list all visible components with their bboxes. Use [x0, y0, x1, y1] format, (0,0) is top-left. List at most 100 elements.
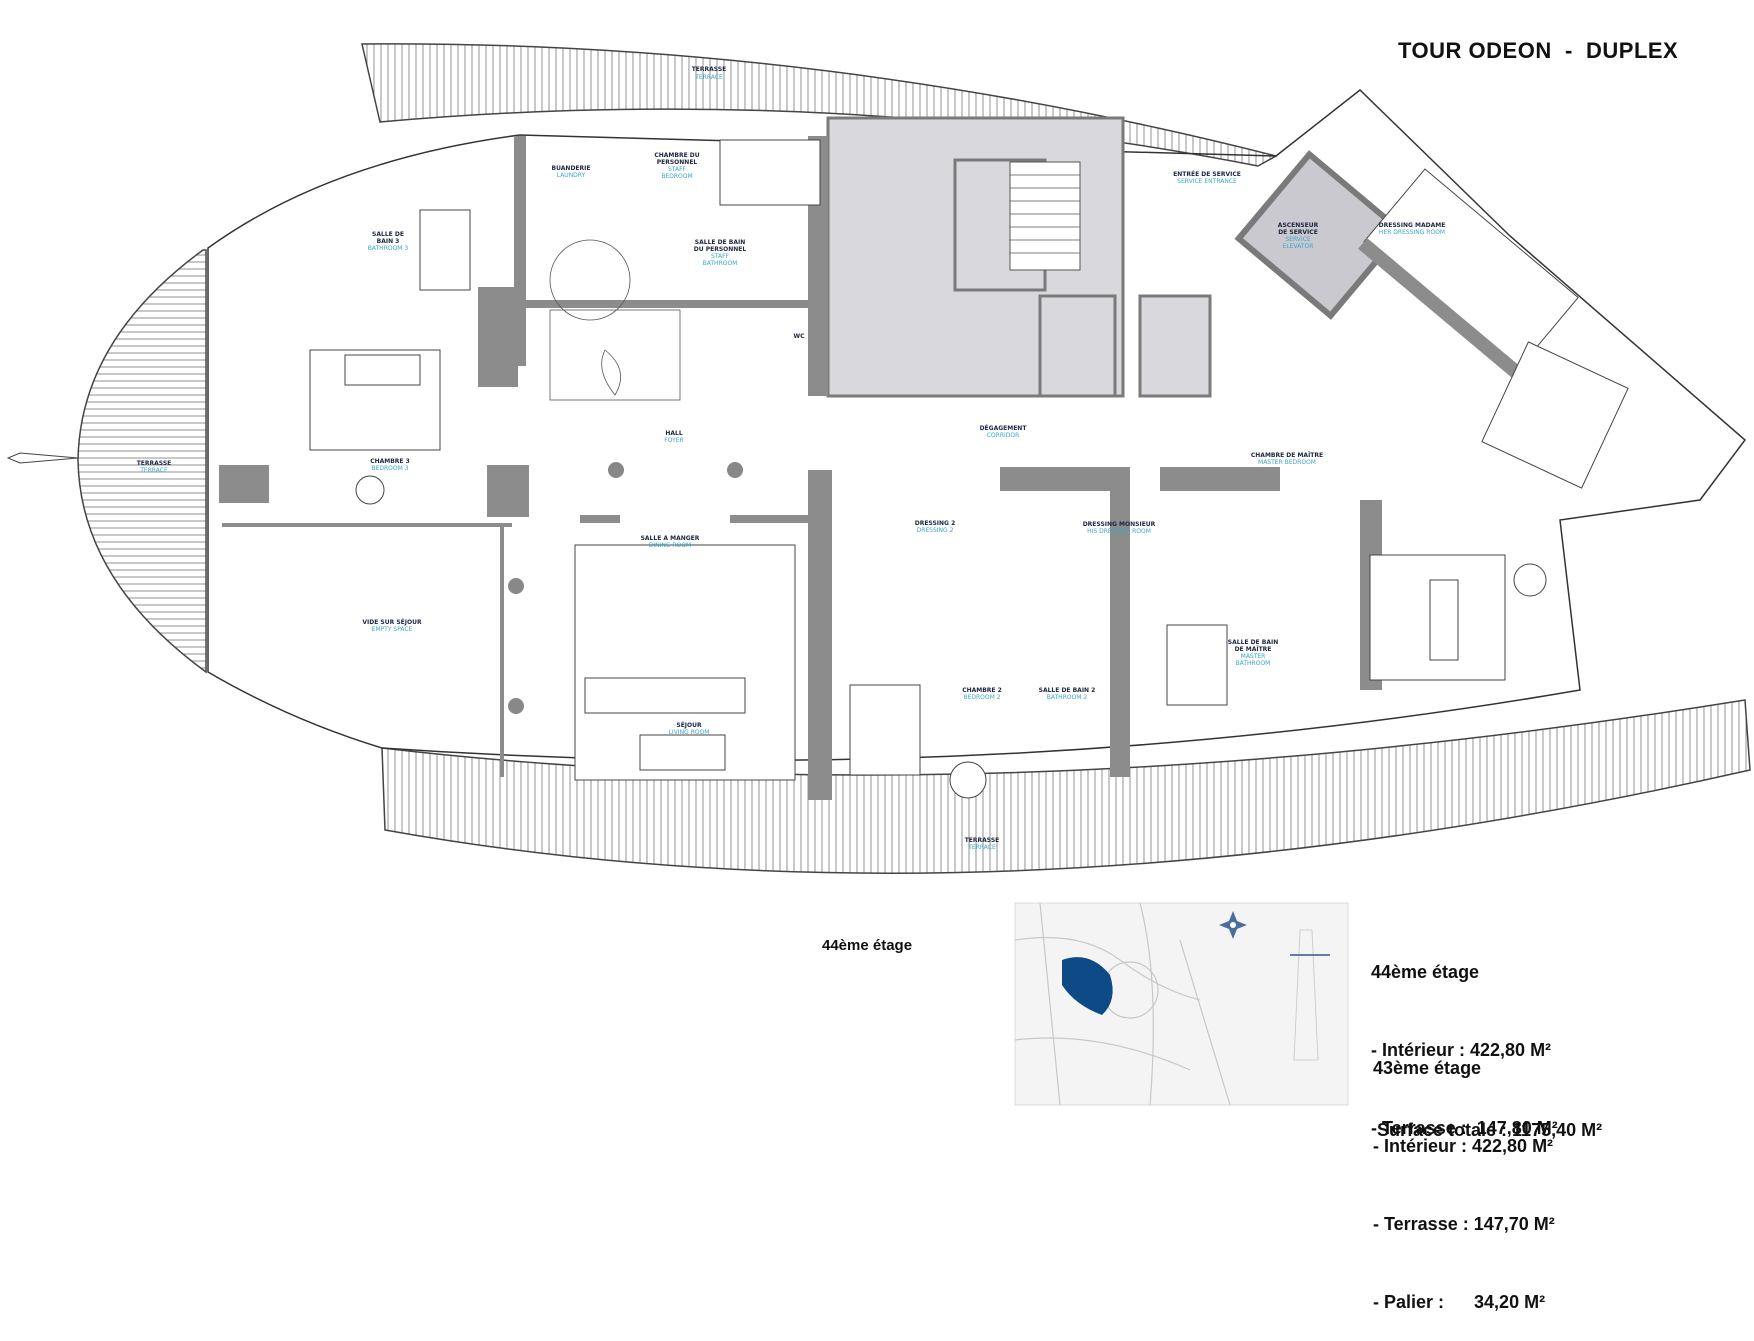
svg-text:TERRASSE: TERRASSE [965, 837, 1000, 844]
core-shaft-3 [1138, 294, 1212, 398]
svg-text:SERVICE ENTRANCE: SERVICE ENTRANCE [1177, 178, 1237, 185]
room-label-service-elevator: ASCENSEUR DE SERVICE SERVICE ELEVATOR [1278, 222, 1319, 250]
svg-text:SALLE DE BAIN 2: SALLE DE BAIN 2 [1039, 687, 1096, 694]
svg-text:DU PERSONNEL: DU PERSONNEL [694, 246, 747, 253]
stair-core [1009, 161, 1081, 271]
terrace-top [361, 43, 1279, 167]
compass-icon [1219, 911, 1247, 939]
core-shaft-2 [1038, 294, 1117, 398]
svg-text:TERRACE: TERRACE [694, 74, 723, 81]
svg-text:STAFF: STAFF [668, 166, 687, 173]
tower-elevation [1290, 929, 1330, 1061]
columns [508, 462, 743, 714]
svg-text:STAFF: STAFF [711, 253, 730, 260]
floor-44-terrace: - Terrasse : 147,80 M² [1371, 1118, 1558, 1138]
bow-tip [6, 452, 79, 464]
room-label-service-entrance: ENTRÉE DE SERVICE SERVICE ENTRANCE [1173, 170, 1241, 185]
room-label-laundry: BUANDERIE LAUNDRY [552, 165, 591, 179]
svg-text:ELEVATOR: ELEVATOR [1283, 243, 1314, 250]
svg-text:BATHROOM 2: BATHROOM 2 [1047, 694, 1088, 701]
room-label-master-bedroom: CHAMBRE DE MAÎTRE MASTER BEDROOM [1251, 451, 1323, 466]
svg-text:TERRASSE: TERRASSE [137, 460, 172, 467]
floor-43-interior: - Intérieur : 422,80 M² [1373, 1136, 1554, 1156]
room-label-wc: WC [793, 333, 805, 340]
room-label-dressing-2: DRESSING 2 DRESSING 2 [915, 520, 956, 534]
room-label-bathroom-2: SALLE DE BAIN 2 BATHROOM 2 [1039, 687, 1096, 701]
svg-text:MASTER BEDROOM: MASTER BEDROOM [1258, 459, 1316, 466]
svg-text:DE SERVICE: DE SERVICE [1278, 229, 1318, 236]
location-minimap [1014, 902, 1349, 1106]
svg-text:DE MAÎTRE: DE MAÎTRE [1235, 645, 1272, 653]
svg-text:SALLE DE BAIN: SALLE DE BAIN [1228, 639, 1278, 646]
svg-text:MASTER: MASTER [1241, 653, 1266, 660]
furniture [309, 139, 1629, 799]
svg-text:DÉGAGEMENT: DÉGAGEMENT [980, 424, 1028, 432]
page-title: TOUR ODEON - DUPLEX [1398, 38, 1679, 63]
svg-text:CORRIDOR: CORRIDOR [987, 432, 1020, 439]
svg-text:CHAMBRE DU: CHAMBRE DU [654, 152, 699, 159]
svg-text:LAUNDRY: LAUNDRY [557, 172, 586, 179]
room-label-terrace-bottom: TERRASSE TERRACE [965, 837, 1000, 851]
location-highlight [1062, 957, 1113, 1015]
service-elevator [1234, 150, 1406, 320]
svg-text:BEDROOM 3: BEDROOM 3 [371, 465, 408, 472]
room-label-bedroom-3: CHAMBRE 3 BEDROOM 3 [370, 458, 410, 472]
svg-text:SERVICE: SERVICE [1285, 236, 1311, 243]
area-summary-44: 44ème étage - Intérieur : 422,80 M² - Te… [1371, 907, 1558, 1167]
floor-caption: 44ème étage [822, 937, 913, 954]
svg-text:VIDE SUR SÉJOUR: VIDE SUR SÉJOUR [362, 618, 422, 626]
terrace-left [77, 249, 207, 674]
building-outline [207, 89, 1747, 762]
svg-text:BATHROOM: BATHROOM [1236, 660, 1271, 667]
svg-text:CHAMBRE DE MAÎTRE: CHAMBRE DE MAÎTRE [1251, 451, 1323, 459]
room-label-living: SÉJOUR LIVING ROOM [669, 721, 710, 736]
area-summary-43: 43ème étage - Intérieur : 422,80 M² - Te… [1373, 1003, 1555, 1341]
room-label-staff-bathroom: SALLE DE BAIN DU PERSONNEL STAFF BATHROO… [694, 239, 747, 267]
svg-text:LIVING ROOM: LIVING ROOM [669, 729, 710, 736]
room-label-bedroom-2: CHAMBRE 2 BEDROOM 2 [962, 687, 1002, 701]
svg-text:BATHROOM: BATHROOM [703, 260, 738, 267]
svg-text:ASCENSEUR: ASCENSEUR [1278, 222, 1319, 229]
svg-text:TERRACE: TERRACE [139, 467, 168, 474]
room-label-terrace-top: TERRASSE TERRACE [692, 66, 727, 81]
svg-text:CHAMBRE 3: CHAMBRE 3 [370, 458, 410, 465]
svg-text:SALLE DE BAIN: SALLE DE BAIN [695, 239, 745, 246]
svg-text:ENTRÉE DE SERVICE: ENTRÉE DE SERVICE [1173, 170, 1241, 178]
floor-43-terrace: - Terrasse : 147,70 M² [1373, 1214, 1555, 1234]
floor-43-heading: 43ème étage [1373, 1058, 1482, 1078]
svg-text:BEDROOM: BEDROOM [661, 173, 692, 180]
svg-text:WC: WC [793, 333, 805, 340]
svg-text:TERRASSE: TERRASSE [692, 66, 727, 73]
room-label-dining: SALLE A MANGER DINING ROOM [641, 535, 700, 549]
svg-text:SALLE A MANGER: SALLE A MANGER [641, 535, 700, 542]
room-label-her-dressing: DRESSING MADAME HER DRESSING ROOM [1379, 222, 1446, 236]
floor-44-heading: 44ème étage [1371, 962, 1480, 982]
svg-text:SÉJOUR: SÉJOUR [676, 721, 702, 729]
spiral-stair [549, 239, 631, 321]
svg-text:BEDROOM 2: BEDROOM 2 [963, 694, 1000, 701]
svg-text:DRESSING MONSIEUR: DRESSING MONSIEUR [1083, 521, 1156, 528]
svg-text:HER DRESSING ROOM: HER DRESSING ROOM [1379, 229, 1445, 236]
svg-text:BAIN 3: BAIN 3 [377, 238, 400, 245]
her-dressing-room-block [1358, 168, 1579, 378]
svg-text:TERRACE: TERRACE [967, 844, 996, 851]
svg-text:PERSONNEL: PERSONNEL [657, 159, 698, 166]
svg-text:EMPTY SPACE: EMPTY SPACE [372, 626, 413, 633]
svg-text:SALLE DE: SALLE DE [372, 231, 404, 238]
room-label-empty-space: VIDE SUR SÉJOUR EMPTY SPACE [362, 618, 422, 633]
floor-44-interior: - Intérieur : 422,80 M² [1371, 1040, 1552, 1060]
room-label-staff-bedroom: CHAMBRE DU PERSONNEL STAFF BEDROOM [654, 152, 699, 180]
svg-text:DINING ROOM: DINING ROOM [649, 542, 691, 549]
room-label-terrace-left: TERRASSE TERRACE [137, 460, 172, 474]
svg-text:BUANDERIE: BUANDERIE [552, 165, 591, 172]
svg-text:HALL: HALL [665, 430, 682, 437]
room-label-hall: HALL FOYER [664, 430, 683, 444]
svg-text:DRESSING 2: DRESSING 2 [915, 520, 956, 527]
svg-text:FOYER: FOYER [664, 437, 683, 444]
svg-text:CHAMBRE 2: CHAMBRE 2 [962, 687, 1002, 694]
svg-text:HIS DRESSING ROOM: HIS DRESSING ROOM [1087, 528, 1151, 535]
room-label-his-dressing: DRESSING MONSIEUR HIS DRESSING ROOM [1083, 521, 1156, 535]
floor-43-landing: - Palier : 34,20 M² [1373, 1292, 1546, 1312]
total-surface: Surface totale : 1175,40 M² [1377, 1120, 1603, 1140]
room-label-master-bathroom: SALLE DE BAIN DE MAÎTRE MASTER BATHROOM [1228, 639, 1278, 667]
